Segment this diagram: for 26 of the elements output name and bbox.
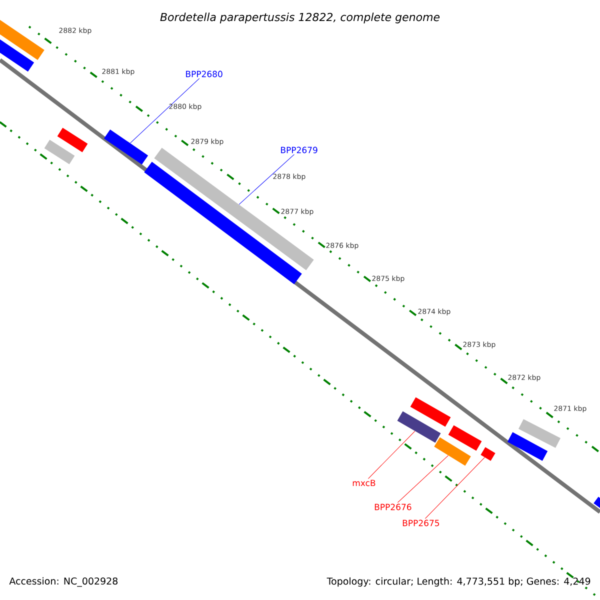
gene-feature [410, 397, 451, 427]
gene-feature [44, 140, 75, 164]
gene-feature [434, 437, 471, 466]
gene-feature [507, 432, 548, 461]
gene-feature [594, 496, 600, 510]
gene-feature [397, 411, 441, 443]
title: Bordetella parapertussis 12822, complete genome [160, 12, 440, 24]
leader-line [238, 154, 294, 205]
gene-label: BPP2679 [281, 146, 318, 154]
leader-line [397, 455, 448, 503]
gene-label: mxcB [352, 480, 376, 486]
gene-feature [104, 129, 148, 165]
leader-line [368, 430, 416, 479]
gene-label: BPP2675 [402, 520, 440, 526]
genome-info-text: Topology: circular; Length: 4,773,551 bp; Genes: 4,249 [326, 577, 590, 587]
gene-label: BPP2680 [186, 70, 222, 78]
gene-feature [480, 447, 496, 461]
gene-label: BPP2676 [374, 504, 412, 510]
gene-feature [0, 18, 44, 60]
leader-line [424, 457, 485, 519]
gene-feature [518, 419, 561, 448]
leader-line [130, 78, 200, 144]
gene-feature [448, 425, 482, 451]
accession-text: Accession: NC_002928 [9, 577, 118, 587]
gene-feature [57, 128, 88, 152]
gene-feature [0, 37, 34, 72]
